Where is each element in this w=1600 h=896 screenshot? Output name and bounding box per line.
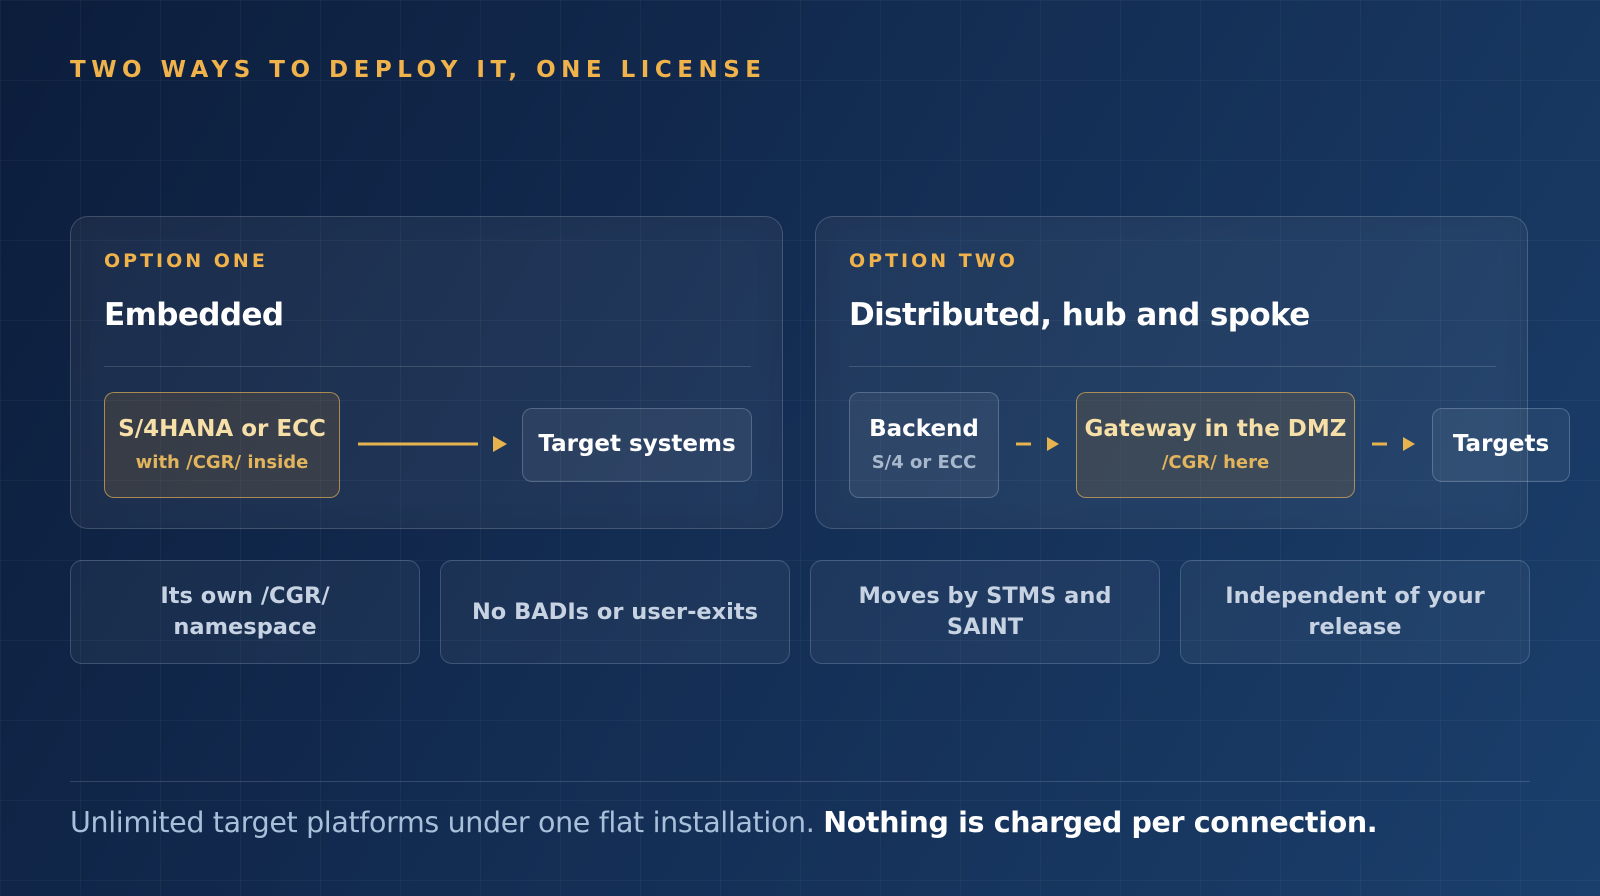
- option-one-panel: OPTION ONE Embedded S/4HANA or ECC with …: [70, 216, 783, 529]
- backend-node-subtitle: S/4 or ECC: [871, 451, 977, 473]
- gateway-dmz-node: Gateway in the DMZ /CGR/ here: [1076, 392, 1355, 498]
- s4hana-source-subtitle: with /CGR/ inside: [135, 451, 309, 473]
- tagline-emphasis-text: Nothing is charged per connection.: [823, 806, 1378, 839]
- option-one-label: OPTION ONE: [104, 250, 268, 272]
- embedded-flow-arrow: [358, 436, 507, 452]
- feature-card-release-independent: Independent of your release: [1180, 560, 1530, 664]
- option-two-panel: OPTION TWO Distributed, hub and spoke Ba…: [815, 216, 1570, 529]
- gateway-node-title: Gateway in the DMZ: [1084, 416, 1347, 443]
- backend-node-title: Backend: [869, 416, 979, 443]
- backend-node: Backend S/4 or ECC: [849, 392, 999, 498]
- s4hana-source-title: S/4HANA or ECC: [118, 416, 326, 443]
- slide-eyebrow-title: TWO WAYS TO DEPLOY IT, ONE LICENSE: [70, 57, 767, 83]
- option-two-label: OPTION TWO: [849, 250, 1018, 272]
- option-one-title: Embedded: [104, 297, 284, 333]
- footer-divider: [70, 781, 1530, 782]
- backend-to-gateway-arrow: [1016, 437, 1059, 451]
- gateway-targets-arrow-head: [1403, 437, 1415, 451]
- option-two-title: Distributed, hub and spoke: [849, 297, 1310, 333]
- target-systems-label: Target systems: [538, 431, 736, 458]
- licensing-tagline: Unlimited target platforms under one fla…: [70, 806, 1378, 839]
- option-one-divider: [104, 366, 751, 367]
- gateway-node-subtitle: /CGR/ here: [1161, 451, 1270, 473]
- targets-node: Targets: [1432, 408, 1570, 482]
- embedded-arrow-head: [493, 436, 507, 452]
- feature-card-no-badis: No BADIs or user-exits: [440, 560, 790, 664]
- targets-node-label: Targets: [1452, 431, 1550, 458]
- target-systems-node: Target systems: [522, 408, 752, 482]
- feature-card-namespace: Its own /CGR/ namespace: [70, 560, 420, 664]
- gateway-to-targets-arrow: [1372, 437, 1415, 451]
- feature-card-transport: Moves by STMS and SAINT: [810, 560, 1160, 664]
- backend-gateway-arrow-head: [1047, 437, 1059, 451]
- tagline-regular-text: Unlimited target platforms under one fla…: [70, 806, 815, 839]
- option-two-divider: [849, 366, 1496, 367]
- s4hana-source-node: S/4HANA or ECC with /CGR/ inside: [104, 392, 340, 498]
